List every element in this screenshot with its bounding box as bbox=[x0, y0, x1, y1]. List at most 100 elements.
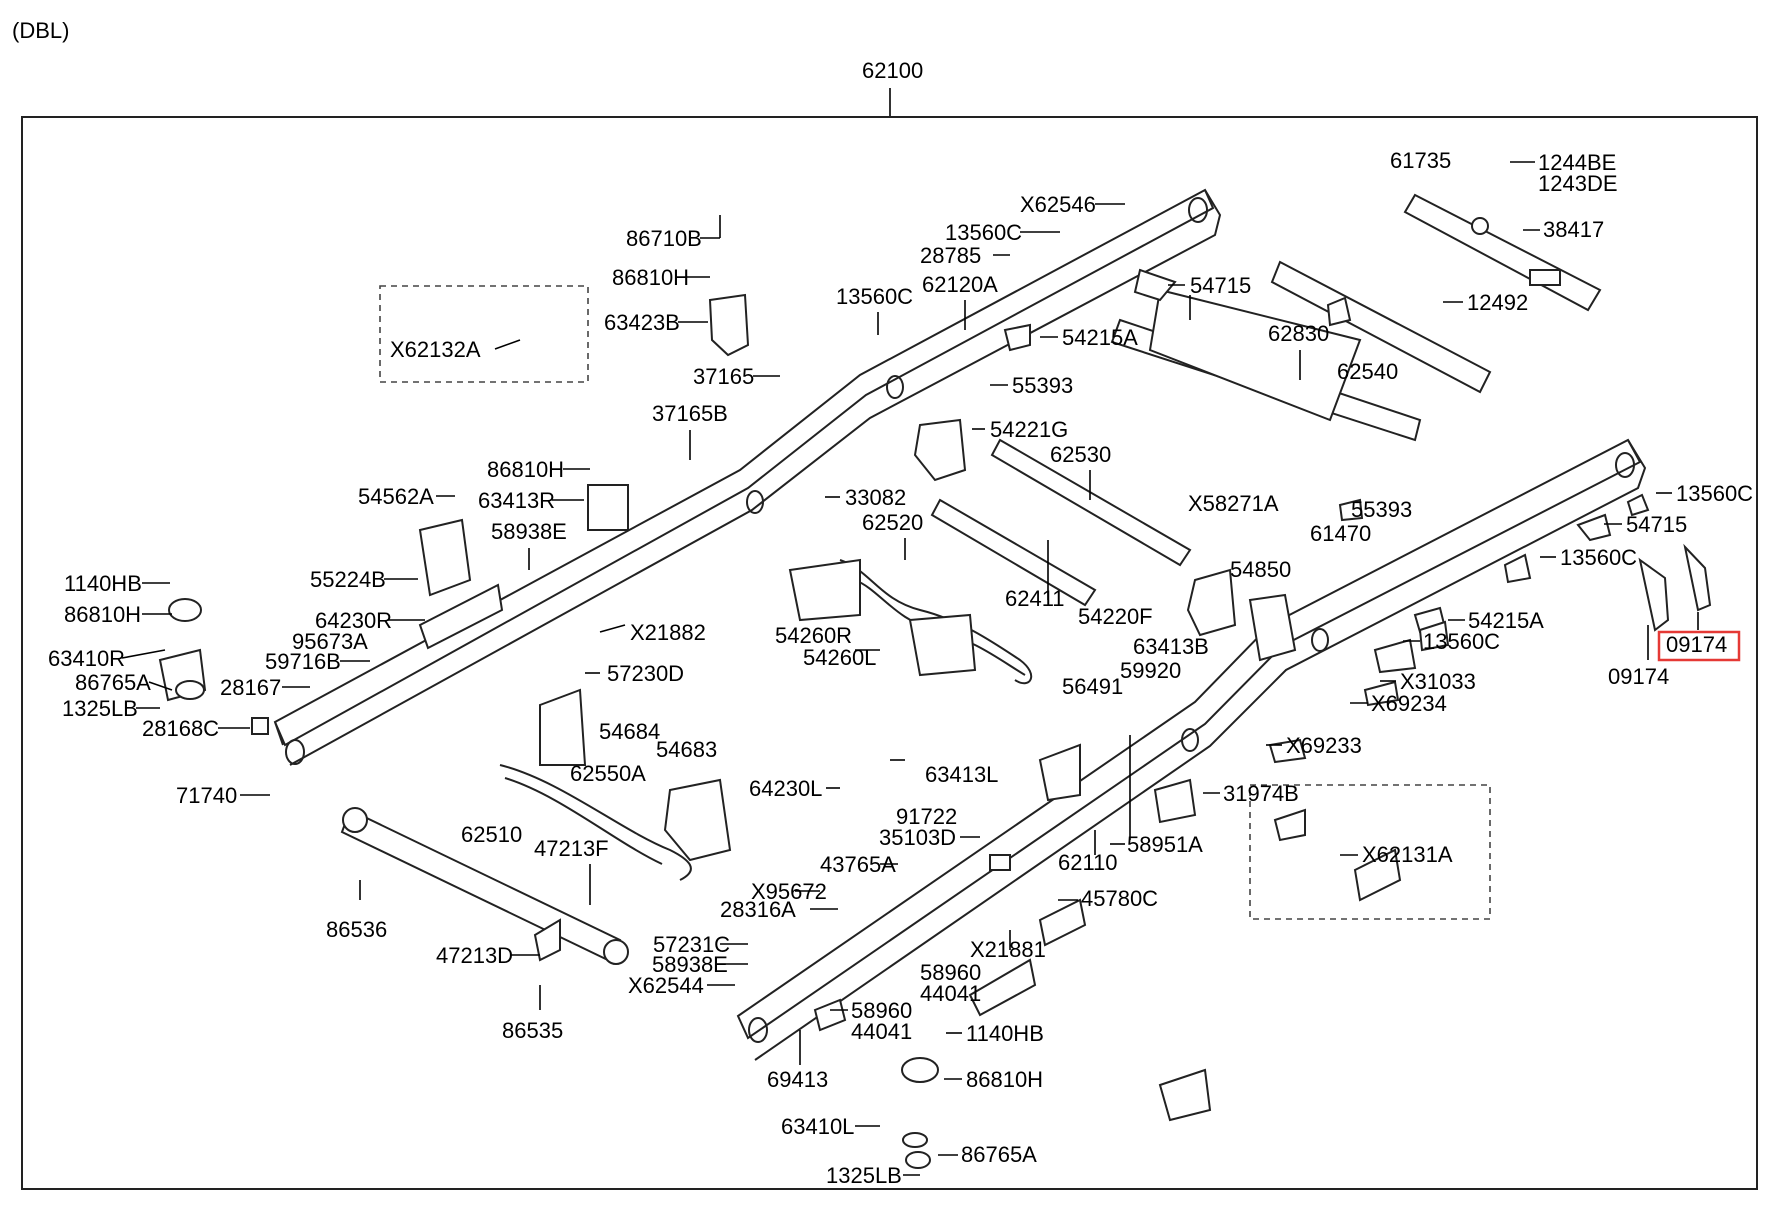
part-label[interactable]: 69413 bbox=[767, 1067, 828, 1092]
part-label[interactable]: 54684 bbox=[599, 719, 660, 744]
part-label[interactable]: 55393 bbox=[1351, 497, 1412, 522]
part-label[interactable]: 62540 bbox=[1337, 359, 1398, 384]
part-label[interactable]: 62510 bbox=[461, 822, 522, 847]
part-label[interactable]: 47213D bbox=[436, 943, 513, 968]
part-label[interactable]: X62544 bbox=[628, 973, 704, 998]
part-label[interactable]: 61735 bbox=[1390, 148, 1451, 173]
part-label[interactable]: 28168C bbox=[142, 716, 219, 741]
part-label[interactable]: 47213F bbox=[534, 836, 609, 861]
part-label[interactable]: 44041 bbox=[851, 1019, 912, 1044]
part-label[interactable]: 86710B bbox=[626, 226, 702, 251]
part-label[interactable]: 62110 bbox=[1058, 850, 1118, 875]
part-label[interactable]: 54683 bbox=[656, 737, 717, 762]
part-label[interactable]: 58960 bbox=[920, 960, 981, 985]
part-label[interactable]: 55393 bbox=[1012, 373, 1073, 398]
part-label[interactable]: 86765A bbox=[75, 670, 151, 695]
part-label[interactable]: 13560C bbox=[1423, 629, 1500, 654]
part-label[interactable]: 64230R bbox=[315, 608, 392, 633]
part-label[interactable]: 54260L bbox=[803, 645, 876, 670]
part-label[interactable]: X31033 bbox=[1400, 669, 1476, 694]
part-label[interactable]: 61470 bbox=[1310, 521, 1371, 546]
part-label[interactable]: 1140HB bbox=[64, 571, 142, 596]
part-label[interactable]: 54715 bbox=[1190, 273, 1251, 298]
part-label[interactable]: 1140HB bbox=[966, 1021, 1044, 1046]
part-label[interactable]: 28167 bbox=[220, 675, 281, 700]
part-label[interactable]: 86810H bbox=[966, 1067, 1043, 1092]
assembly-number[interactable]: 62100 bbox=[862, 58, 923, 83]
part-label[interactable]: 58951A bbox=[1127, 832, 1203, 857]
part-label[interactable]: 54715 bbox=[1626, 512, 1687, 537]
part-label[interactable]: 59920 bbox=[1120, 658, 1181, 683]
part-label[interactable]: 63410L bbox=[781, 1114, 854, 1139]
part-label[interactable]: 91722 bbox=[896, 804, 957, 829]
part-label[interactable]: X69233 bbox=[1286, 733, 1362, 758]
part-label[interactable]: 54850 bbox=[1230, 557, 1291, 582]
part-label[interactable]: X62546 bbox=[1020, 192, 1096, 217]
part-label[interactable]: 71740 bbox=[176, 783, 237, 808]
callout-labels: 86710B 86810H 63423B X62132A 37165 37165… bbox=[48, 148, 1753, 1188]
part-label[interactable]: 95673A bbox=[292, 629, 368, 654]
part-label[interactable]: 63413B bbox=[1133, 634, 1209, 659]
part-label[interactable]: 13560C bbox=[1560, 545, 1637, 570]
part-label[interactable]: 57231C bbox=[653, 932, 730, 957]
part-label[interactable]: 86536 bbox=[326, 917, 387, 942]
part-label[interactable]: 28785 bbox=[920, 243, 981, 268]
part-label[interactable]: 38417 bbox=[1543, 217, 1604, 242]
diagram-border bbox=[21, 116, 1758, 1190]
part-label[interactable]: 45780C bbox=[1081, 886, 1158, 911]
part-label[interactable]: 86765A bbox=[961, 1142, 1037, 1167]
highlight-box bbox=[1657, 630, 1741, 662]
part-label[interactable]: 54260R bbox=[775, 623, 852, 648]
part-label[interactable]: 33082 bbox=[845, 485, 906, 510]
part-label[interactable]: 13560C bbox=[836, 284, 913, 309]
part-label[interactable]: X69234 bbox=[1371, 691, 1447, 716]
part-label[interactable]: 1244BE bbox=[1538, 150, 1616, 175]
part-label[interactable]: 86810H bbox=[487, 457, 564, 482]
part-label[interactable]: 44041 bbox=[920, 981, 981, 1006]
part-label[interactable]: 58938E bbox=[491, 519, 567, 544]
part-label[interactable]: 62830 bbox=[1268, 321, 1329, 346]
part-label[interactable]: 55224B bbox=[310, 567, 386, 592]
part-label[interactable]: 13560C bbox=[1676, 481, 1753, 506]
part-label-highlighted[interactable]: 09174 bbox=[1666, 632, 1727, 657]
part-label[interactable]: 31974B bbox=[1223, 781, 1299, 806]
part-label[interactable]: 54220F bbox=[1078, 604, 1153, 629]
part-label[interactable]: 62520 bbox=[862, 510, 923, 535]
part-label[interactable]: 63413R bbox=[478, 488, 555, 513]
part-label[interactable]: 56491 bbox=[1062, 674, 1123, 699]
part-label[interactable]: 35103D bbox=[879, 825, 956, 850]
part-label[interactable]: 63413L bbox=[925, 762, 998, 787]
part-label[interactable]: 57230D bbox=[607, 661, 684, 686]
part-label[interactable]: 54215A bbox=[1468, 608, 1544, 633]
part-label[interactable]: 62550A bbox=[570, 761, 646, 786]
part-label[interactable]: 64230L bbox=[749, 776, 822, 801]
part-label[interactable]: 12492 bbox=[1467, 290, 1528, 315]
part-label[interactable]: X62131A bbox=[1362, 842, 1453, 867]
part-label[interactable]: 62530 bbox=[1050, 442, 1111, 467]
part-label[interactable]: X62132A bbox=[390, 337, 481, 362]
part-label[interactable]: 86810H bbox=[64, 602, 141, 627]
part-label[interactable]: 09174 bbox=[1608, 664, 1669, 689]
part-label[interactable]: 54221G bbox=[990, 417, 1068, 442]
part-label[interactable]: X58271A bbox=[1188, 491, 1279, 516]
part-label[interactable]: 37165B bbox=[652, 401, 728, 426]
part-label[interactable]: 1325LB bbox=[826, 1163, 902, 1188]
part-label[interactable]: 54562A bbox=[358, 484, 434, 509]
part-label[interactable]: 63410R bbox=[48, 646, 125, 671]
part-label[interactable]: 54215A bbox=[1062, 325, 1138, 350]
part-label[interactable]: 58960 bbox=[851, 998, 912, 1023]
part-label[interactable]: 62120A bbox=[922, 272, 998, 297]
part-label[interactable]: 1325LB bbox=[62, 696, 138, 721]
part-label[interactable]: X21881 bbox=[970, 937, 1046, 962]
variant-label: (DBL) bbox=[12, 18, 69, 43]
part-label[interactable]: 62411 bbox=[1005, 586, 1065, 611]
part-label[interactable]: 63423B bbox=[604, 310, 680, 335]
part-label[interactable]: X21882 bbox=[630, 620, 706, 645]
part-label[interactable]: 86810H bbox=[612, 265, 689, 290]
part-label[interactable]: 86535 bbox=[502, 1018, 563, 1043]
part-label[interactable]: 59716B bbox=[265, 649, 341, 674]
part-label[interactable]: 1243DE bbox=[1538, 171, 1618, 196]
part-label[interactable]: 28316A bbox=[720, 897, 796, 922]
part-label[interactable]: 37165 bbox=[693, 364, 754, 389]
part-label[interactable]: 13560C bbox=[945, 220, 1022, 245]
